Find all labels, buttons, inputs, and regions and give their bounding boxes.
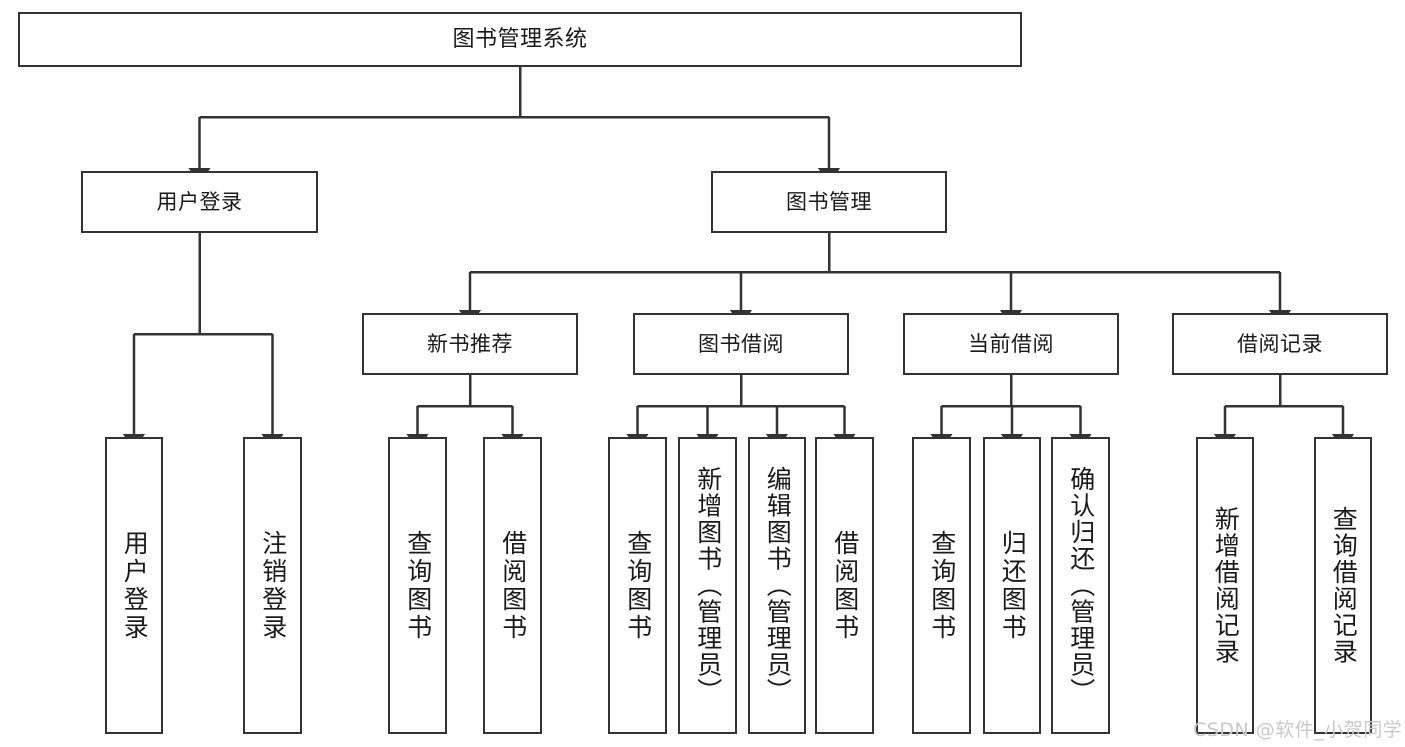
node-label: 新书推荐 xyxy=(427,331,513,356)
node-label: 图书管理系统 xyxy=(452,26,588,52)
node-l3-d3[interactable]: 确认归还（管理员） xyxy=(1051,437,1110,734)
watermark: CSDN @软件_小贺同学 xyxy=(1193,719,1403,741)
node-label: 查询图书 xyxy=(927,529,957,642)
node-label: 图书管理 xyxy=(786,189,872,214)
node-label: 借阅图书 xyxy=(498,529,528,642)
node-l3-d2[interactable]: 归还图书 xyxy=(983,437,1041,734)
node-label: 借阅记录 xyxy=(1237,331,1323,356)
node-l3-c2[interactable]: 新增图书（管理员） xyxy=(678,437,737,734)
node-label: 用户登录 xyxy=(120,529,150,642)
node-label: 新增借阅记录 xyxy=(1211,506,1241,665)
node-label: 新增图书（管理员） xyxy=(693,466,723,705)
node-l3-b2[interactable]: 借阅图书 xyxy=(483,437,542,734)
node-label: 当前借阅 xyxy=(968,331,1054,356)
node-label: 确认归还（管理员） xyxy=(1066,466,1096,705)
node-l3-c1[interactable]: 查询图书 xyxy=(608,437,667,734)
node-label: 用户登录 xyxy=(156,189,243,214)
node-label: 查询图书 xyxy=(623,529,653,642)
node-l3-c4[interactable]: 借阅图书 xyxy=(815,437,874,734)
node-l2-current[interactable]: 当前借阅 xyxy=(903,313,1119,375)
node-l3-b1[interactable]: 查询图书 xyxy=(388,437,447,734)
node-label: 图书借阅 xyxy=(698,331,784,356)
node-l1-login[interactable]: 用户登录 xyxy=(81,171,318,233)
node-label: 查询图书 xyxy=(403,529,433,642)
node-l3-e1[interactable]: 新增借阅记录 xyxy=(1196,437,1254,734)
node-root[interactable]: 图书管理系统 xyxy=(18,12,1022,67)
node-label: 查询借阅记录 xyxy=(1329,506,1359,665)
node-l2-record[interactable]: 借阅记录 xyxy=(1172,313,1388,375)
node-l3-a2[interactable]: 注销登录 xyxy=(243,437,302,734)
node-l3-d1[interactable]: 查询图书 xyxy=(912,437,971,734)
node-l1-book[interactable]: 图书管理 xyxy=(711,171,947,233)
node-l2-new[interactable]: 新书推荐 xyxy=(362,313,578,375)
node-l3-c3[interactable]: 编辑图书（管理员） xyxy=(748,437,806,734)
node-l3-e2[interactable]: 查询借阅记录 xyxy=(1314,437,1372,734)
node-label: 借阅图书 xyxy=(830,529,860,642)
node-l3-a1[interactable]: 用户登录 xyxy=(105,437,163,734)
node-l2-borrow[interactable]: 图书借阅 xyxy=(633,313,849,375)
node-label: 注销登录 xyxy=(258,529,288,642)
node-label: 归还图书 xyxy=(998,529,1028,642)
node-label: 编辑图书（管理员） xyxy=(763,466,793,705)
